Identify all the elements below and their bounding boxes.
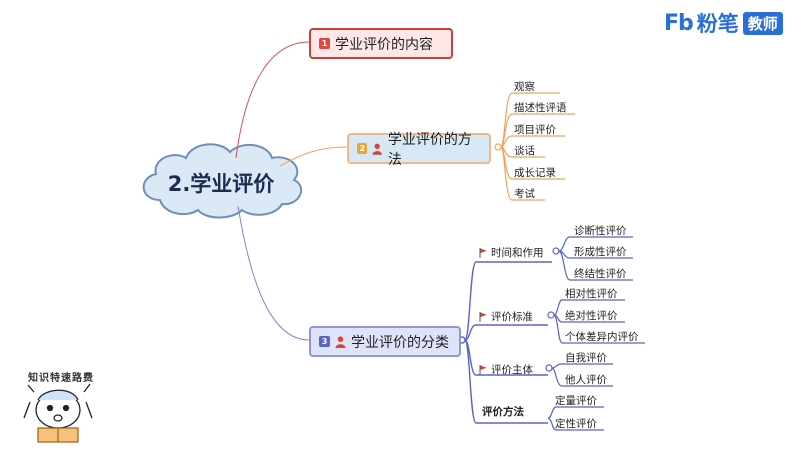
classification-item: 绝对性评价 bbox=[565, 310, 618, 322]
method-item: 成长记录 bbox=[514, 167, 556, 179]
topic-number-badge: 2 bbox=[357, 143, 368, 154]
group2-branches bbox=[547, 299, 645, 344]
person-icon bbox=[335, 335, 346, 348]
classification-item: 诊断性评价 bbox=[574, 225, 627, 237]
classification-item: 定性评价 bbox=[555, 418, 597, 430]
method-item: 项目评价 bbox=[514, 124, 556, 136]
classification-item: 相对性评价 bbox=[565, 288, 618, 300]
flag-icon bbox=[479, 364, 487, 375]
topic-node-methods: 2 学业评价的方法 bbox=[347, 132, 491, 168]
person-icon bbox=[372, 143, 383, 155]
topic-number-badge: 1 bbox=[319, 38, 330, 49]
classification-item: 个体差异内评价 bbox=[565, 331, 639, 343]
classification-item: 终结性评价 bbox=[574, 268, 627, 280]
connector-root-topic1 bbox=[235, 41, 310, 159]
method-item: 观察 bbox=[514, 81, 535, 93]
classification-group-method: 评价方法 bbox=[482, 404, 524, 419]
group-label: 评价方法 bbox=[482, 406, 524, 418]
topic-label: 学业评价的分类 bbox=[351, 334, 449, 351]
logo-tag: 教师 bbox=[742, 11, 783, 35]
topic-label: 学业评价的内容 bbox=[335, 36, 433, 53]
classification-item: 定量评价 bbox=[555, 395, 597, 407]
root-node-label: 2.学业评价 bbox=[167, 172, 275, 196]
group3-branches bbox=[545, 363, 613, 387]
logo-brand: 粉笔 bbox=[696, 12, 739, 36]
classification-item: 形成性评价 bbox=[574, 246, 627, 258]
classification-group-standard: 评价标准 bbox=[479, 309, 533, 324]
mascot-illustration bbox=[23, 383, 93, 443]
topic3-branches bbox=[458, 261, 552, 424]
topic2-branches bbox=[494, 92, 575, 201]
group4-branches bbox=[547, 406, 604, 431]
fenbi-logo: Fb 粉笔 教师 bbox=[664, 9, 783, 37]
classification-group-subject: 评价主体 bbox=[479, 362, 533, 377]
topic-number-badge: 3 bbox=[319, 336, 330, 347]
group-label: 评价主体 bbox=[491, 364, 533, 376]
method-item: 描述性评语 bbox=[514, 102, 567, 114]
classification-group-time: 时间和作用 bbox=[479, 245, 544, 260]
classification-item: 他人评价 bbox=[565, 374, 607, 386]
mascot-caption: 知识特速路费 bbox=[28, 373, 94, 384]
group-label: 评价标准 bbox=[491, 311, 533, 323]
group-label: 时间和作用 bbox=[491, 247, 544, 259]
logo-mark: Fb bbox=[664, 10, 694, 36]
connector-root-topic3 bbox=[237, 205, 310, 341]
method-item: 考试 bbox=[514, 188, 535, 200]
topic-label: 学业评价的方法 bbox=[387, 131, 472, 168]
classification-item: 自我评价 bbox=[565, 352, 607, 364]
flag-icon bbox=[479, 247, 487, 258]
group1-branches bbox=[552, 236, 633, 281]
topic-node-content: 1 学业评价的内容 bbox=[309, 28, 453, 59]
flag-icon bbox=[479, 311, 487, 322]
topic-node-classification: 3 学业评价的分类 bbox=[309, 326, 461, 357]
root-cloud-shape bbox=[142, 143, 303, 219]
method-item: 谈话 bbox=[514, 145, 535, 157]
connector-root-topic2 bbox=[279, 146, 348, 167]
